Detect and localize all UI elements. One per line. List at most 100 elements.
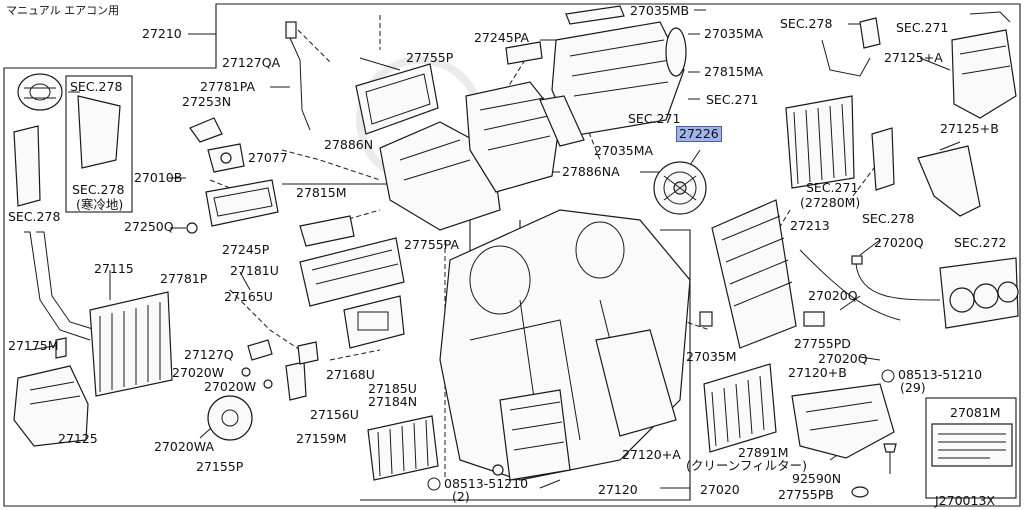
label-27815m[interactable]: 27815M <box>296 185 347 200</box>
label-27213[interactable]: 27213 <box>790 218 830 233</box>
label-27010b[interactable]: 27010B <box>134 170 183 185</box>
label-27184n[interactable]: 27184N <box>368 394 418 409</box>
label-27253n[interactable]: 27253N <box>182 94 232 109</box>
pipe-sec278 <box>821 17 881 77</box>
actuator-27155p <box>207 395 253 441</box>
label-27125[interactable]: 27125 <box>58 431 98 446</box>
lever-27127q <box>247 339 273 361</box>
label-27127qa[interactable]: 27127QA <box>222 55 281 70</box>
label-bolt-08513-a[interactable]: 08513-51210 <box>898 367 983 382</box>
door-27213 <box>711 199 797 349</box>
clip-27175m <box>55 337 67 359</box>
grommet-27755pb <box>851 486 869 498</box>
clip-27253n <box>189 117 223 143</box>
climate-control-sec272 <box>939 257 1019 329</box>
frame-27755p <box>355 63 439 135</box>
label-27250q[interactable]: 27250Q <box>124 219 174 234</box>
label-27245p[interactable]: 27245P <box>222 242 270 257</box>
label-27891m[interactable]: 27891M <box>738 445 789 460</box>
label-27168u[interactable]: 27168U <box>326 367 375 382</box>
label-sec278-bracket[interactable]: SEC.278 <box>8 209 61 224</box>
label-27886na[interactable]: 27886NA <box>562 164 620 179</box>
frame-27245p <box>205 179 279 227</box>
label-27755pa[interactable]: 27755PA <box>404 237 460 252</box>
clip-27035m <box>699 311 713 327</box>
label-27081m[interactable]: 27081M <box>950 405 1001 420</box>
label-27120b[interactable]: 27120+B <box>788 365 847 380</box>
label-27755p[interactable]: 27755P <box>406 50 454 65</box>
label-27020wa[interactable]: 27020WA <box>154 439 214 454</box>
label-27035ma-top[interactable]: 27035MA <box>704 26 764 41</box>
grille-27245pa <box>505 41 543 65</box>
label-plate-frame <box>925 397 1017 499</box>
seal-27755pd <box>803 311 825 327</box>
label-27120[interactable]: 27120 <box>598 482 638 497</box>
label-27020q-low[interactable]: 27020Q <box>818 351 868 366</box>
bracket-sec278 <box>13 125 41 207</box>
label-27185u[interactable]: 27185U <box>368 381 417 396</box>
label-27077[interactable]: 27077 <box>248 150 288 165</box>
label-27755pd[interactable]: 27755PD <box>794 336 851 351</box>
label-bolt-08513-b[interactable]: 08513-51210 <box>444 476 529 491</box>
label-27035mb[interactable]: 27035MB <box>630 3 690 18</box>
label-27210[interactable]: 27210 <box>142 26 182 41</box>
label-27226-highlighted[interactable]: 27226 <box>676 126 722 142</box>
case-27120a <box>595 329 677 437</box>
label-27020w-b[interactable]: 27020W <box>204 379 257 394</box>
grid-27184n <box>367 415 439 481</box>
label-27035m[interactable]: 27035M <box>686 349 737 364</box>
label-sec278-right[interactable]: SEC.278 <box>862 211 915 226</box>
label-27127q[interactable]: 27127Q <box>184 347 234 362</box>
bolt-symbol-b <box>427 477 441 491</box>
header-note: マニュアル エアコン用 <box>6 4 120 17</box>
actuator-27077 <box>207 143 245 173</box>
label-27020[interactable]: 27020 <box>700 482 740 497</box>
label-27125b[interactable]: 27125+B <box>940 121 999 136</box>
label-27886n[interactable]: 27886N <box>324 137 374 152</box>
diagram-code: J270013X <box>935 493 995 508</box>
label-bolt-a-qty: (29) <box>900 380 926 395</box>
blower-motor-27226 <box>653 161 707 215</box>
link-27168u <box>297 341 319 365</box>
label-27020q-mid[interactable]: 27020Q <box>808 288 858 303</box>
label-27020q-top[interactable]: 27020Q <box>874 235 924 250</box>
label-27175m[interactable]: 27175M <box>8 338 59 353</box>
label-27020w-a[interactable]: 27020W <box>172 365 225 380</box>
duct-box-cold-region <box>65 75 133 213</box>
label-27159m[interactable]: 27159M <box>296 431 347 446</box>
label-27245pa[interactable]: 27245PA <box>474 30 530 45</box>
seal-27035ma <box>665 27 687 77</box>
label-27115[interactable]: 27115 <box>94 261 134 276</box>
intake-27886na <box>465 81 561 193</box>
seal-27035mb <box>565 5 625 25</box>
case-27120b <box>791 383 895 459</box>
label-27165u[interactable]: 27165U <box>224 289 273 304</box>
label-27781pa[interactable]: 27781PA <box>200 79 256 94</box>
label-sec278-roll[interactable]: SEC.278 <box>70 79 123 94</box>
label-sec278-top[interactable]: SEC.278 <box>780 16 833 31</box>
washer-27020w-b <box>263 379 273 389</box>
label-cold-region: (寒冷地) <box>76 197 124 212</box>
label-27755pb[interactable]: 27755PB <box>778 487 834 502</box>
label-27156u[interactable]: 27156U <box>310 407 359 422</box>
filter-27891m <box>703 363 777 453</box>
label-27155p[interactable]: 27155P <box>196 459 244 474</box>
label-27781p[interactable]: 27781P <box>160 271 208 286</box>
label-27280m[interactable]: (27280M) <box>800 195 861 210</box>
label-92590n[interactable]: 92590N <box>792 471 842 486</box>
label-sec272[interactable]: SEC.272 <box>954 235 1007 250</box>
label-sec271-b[interactable]: SEC.271 <box>628 111 681 126</box>
label-27120a[interactable]: 27120+A <box>622 447 681 462</box>
bolt-symbol-a <box>881 369 895 383</box>
label-sec271-evap[interactable]: SEC.271 <box>806 180 859 195</box>
seal-27035ma-lower <box>539 95 585 147</box>
label-sec271-a[interactable]: SEC.271 <box>706 92 759 107</box>
label-27181u[interactable]: 27181U <box>230 263 279 278</box>
label-27815ma[interactable]: 27815MA <box>704 64 764 79</box>
label-27125a[interactable]: 27125+A <box>884 50 943 65</box>
label-sec278-cold[interactable]: SEC.278 <box>72 182 125 197</box>
label-sec271-top[interactable]: SEC.271 <box>896 20 949 35</box>
label-27035ma-mid[interactable]: 27035MA <box>594 143 654 158</box>
case-frame <box>360 229 691 501</box>
